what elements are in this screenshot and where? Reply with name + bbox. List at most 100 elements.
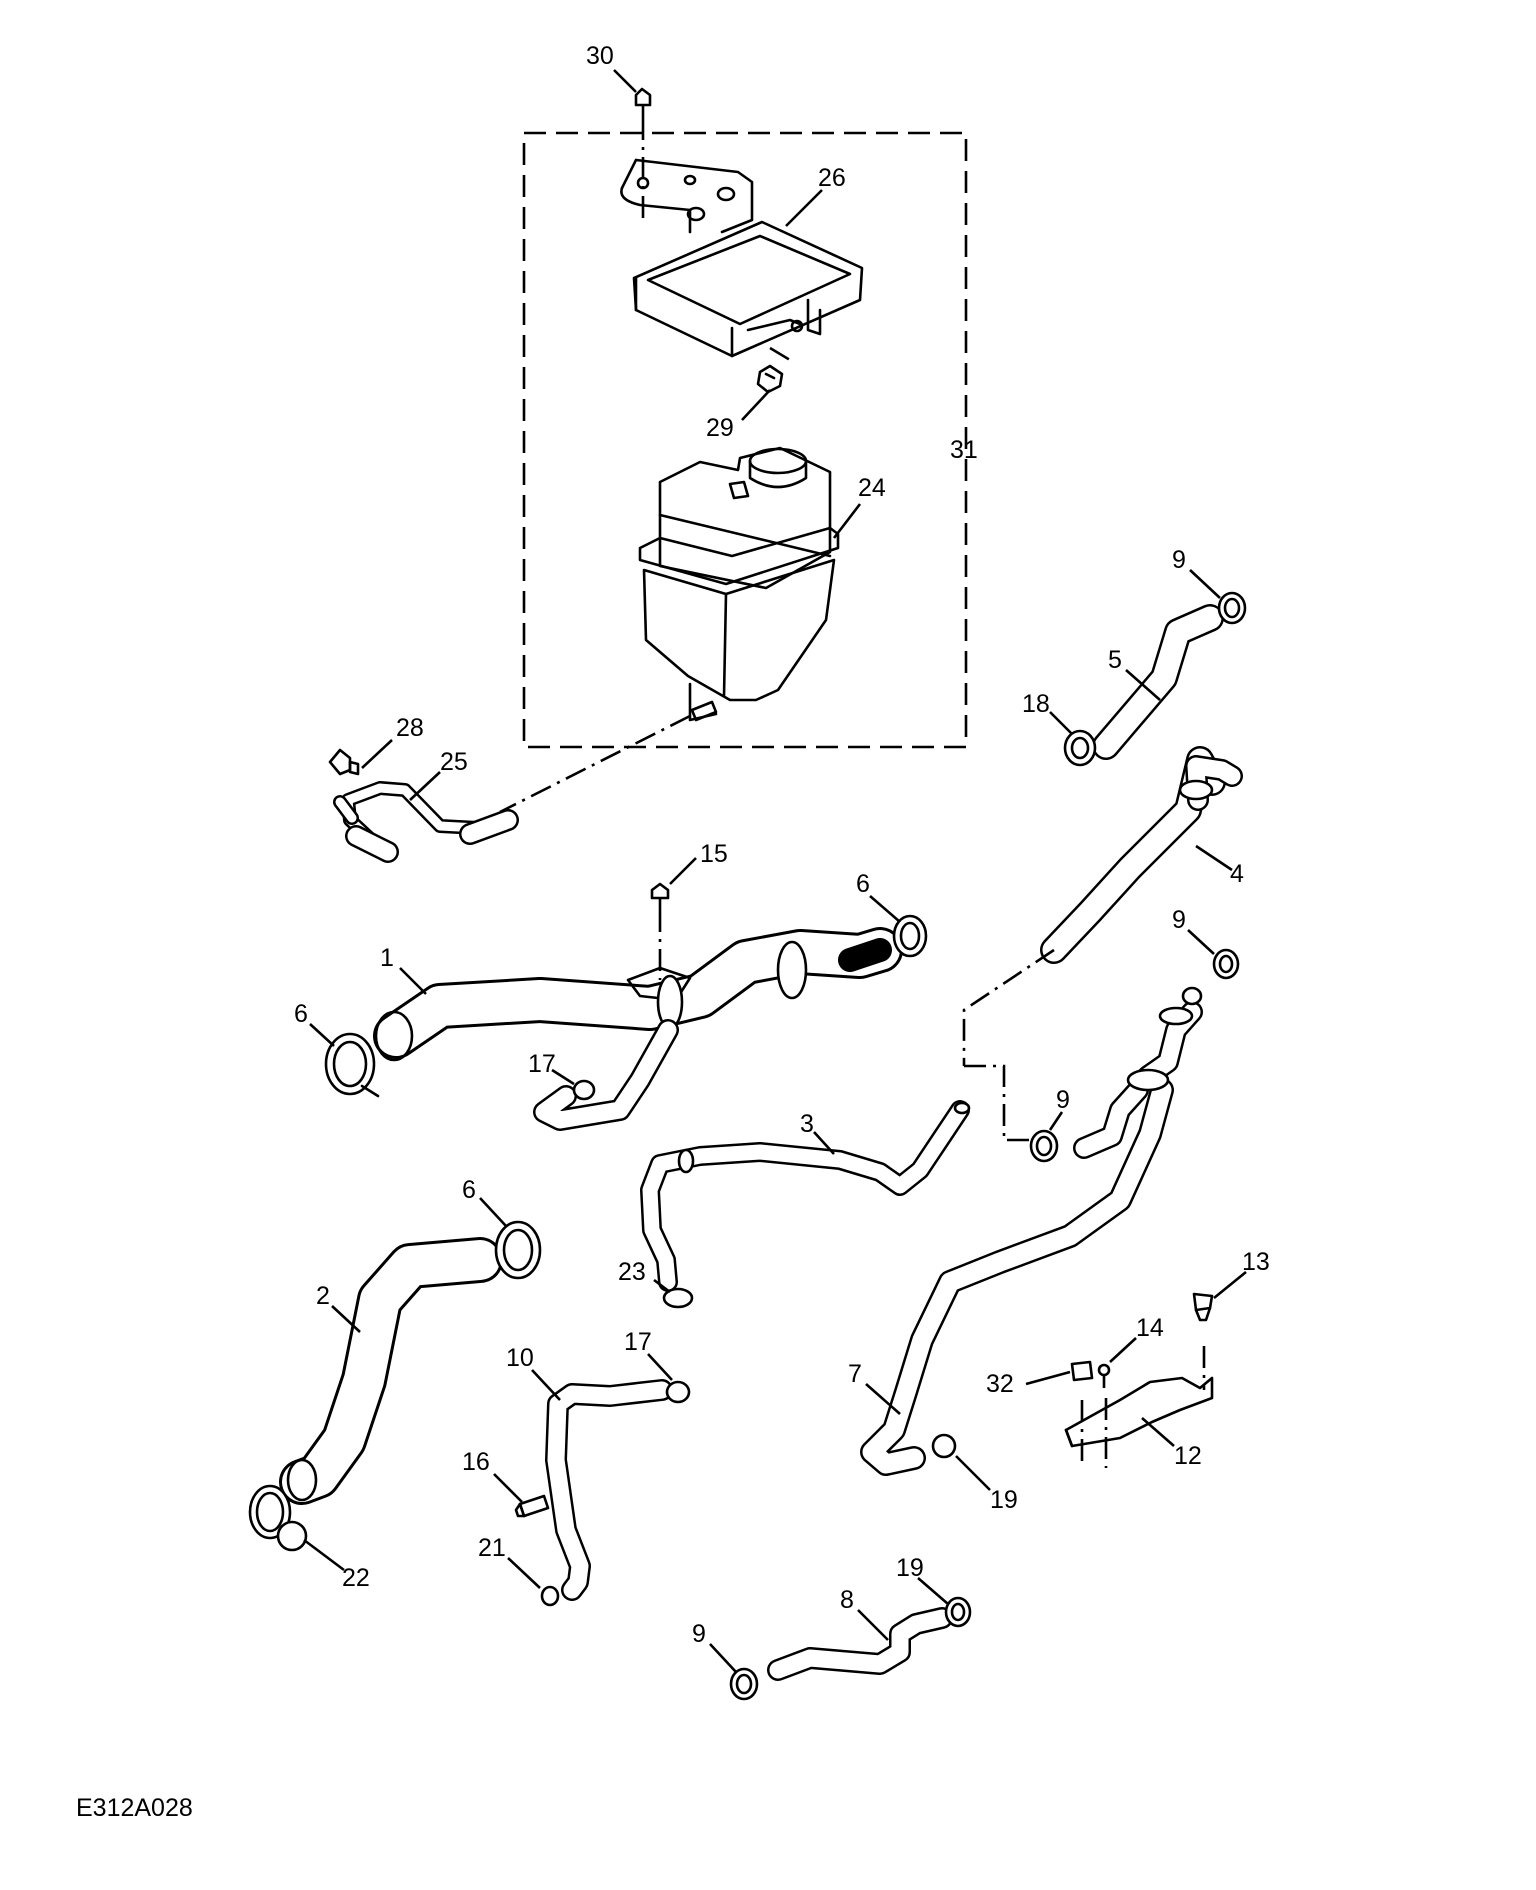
callout-29: 29 (706, 414, 734, 442)
leader-18 (1049, 711, 1073, 735)
hose-4 (1040, 746, 1243, 964)
hose-8 (767, 1607, 953, 1681)
callout-1: 1 (380, 944, 394, 972)
callout-24: 24 (858, 474, 886, 502)
callout-2: 2 (316, 1282, 330, 1310)
leader-5 (1125, 669, 1161, 701)
callout-18: 18 (1022, 690, 1050, 718)
routing-line-3-9 (964, 1064, 1030, 1142)
leader-19b (917, 1577, 949, 1605)
callout-21: 21 (478, 1534, 506, 1562)
clamp-6-c (494, 1220, 542, 1280)
leader-17b (647, 1353, 673, 1381)
callout-9-a: 9 (1172, 546, 1186, 574)
callout-19-a: 19 (990, 1486, 1018, 1514)
clamp-19-b (944, 1596, 972, 1628)
clamp-9-d (729, 1667, 759, 1701)
leader-4 (1195, 844, 1233, 872)
bolt-30 (634, 87, 652, 225)
routing-line-3-4 (962, 948, 1055, 1066)
clamp-23 (662, 1287, 694, 1309)
leader-23 (653, 1278, 671, 1294)
hose-3 (640, 1100, 971, 1292)
callout-22: 22 (342, 1564, 370, 1592)
bracket-28 (328, 748, 360, 776)
hose-2 (279, 1237, 503, 1505)
nut-32 (1070, 1360, 1094, 1382)
callout-31: 31 (950, 436, 978, 464)
leader-32 (1025, 1370, 1071, 1386)
bolt-15 (650, 882, 670, 980)
screw-14 (1097, 1363, 1111, 1388)
callout-12: 12 (1174, 1442, 1202, 1470)
callout-9-c: 9 (1056, 1086, 1070, 1114)
leader-6c (479, 1197, 507, 1227)
reference-code: E312A028 (76, 1794, 193, 1822)
callout-8: 8 (840, 1586, 854, 1614)
clamp-6-a (892, 914, 928, 958)
bracket-12 (1064, 1346, 1214, 1468)
leader-12 (1141, 1417, 1175, 1447)
clamp-19-a (931, 1433, 957, 1459)
clamp-9-c (1029, 1129, 1059, 1163)
callout-4: 4 (1230, 860, 1244, 888)
callout-14: 14 (1136, 1314, 1164, 1342)
callout-26: 26 (818, 164, 846, 192)
callout-17-a: 17 (528, 1050, 556, 1078)
hose-1 (373, 927, 903, 1131)
callout-32: 32 (986, 1370, 1014, 1398)
bracket-26 (620, 158, 864, 362)
callout-25: 25 (440, 748, 468, 776)
connector-16 (514, 1494, 550, 1518)
callout-9-d: 9 (692, 1620, 706, 1648)
callout-15: 15 (700, 840, 728, 868)
callout-7: 7 (848, 1360, 862, 1388)
callout-16: 16 (462, 1448, 490, 1476)
clamp-9-a (1217, 591, 1247, 625)
callout-28: 28 (396, 714, 424, 742)
leader-9c (1048, 1111, 1064, 1131)
leader-17a (551, 1068, 575, 1086)
clamp-6-b (324, 1032, 380, 1098)
leader-21 (507, 1557, 541, 1589)
leader-9a (1189, 569, 1221, 599)
assembly-31-boundary (522, 131, 968, 749)
callout-6-c: 6 (462, 1176, 476, 1204)
leader-25 (409, 771, 441, 801)
callout-6-b: 6 (294, 1000, 308, 1028)
callout-6-a: 6 (856, 870, 870, 898)
leader-3 (813, 1131, 835, 1155)
callout-5: 5 (1108, 646, 1122, 674)
leader-28 (361, 739, 393, 769)
callout-10: 10 (506, 1344, 534, 1372)
clip-29 (756, 364, 784, 394)
hose-5 (1092, 604, 1224, 760)
callout-30: 30 (586, 42, 614, 70)
leader-15 (669, 857, 697, 885)
clamp-17-a (572, 1079, 596, 1101)
clamp-22 (248, 1484, 308, 1552)
callout-23: 23 (618, 1258, 646, 1286)
leader-16 (493, 1473, 523, 1503)
leader-14 (1109, 1337, 1137, 1363)
callout-19-b: 19 (896, 1554, 924, 1582)
leader-24 (832, 503, 862, 539)
clamp-21 (540, 1585, 560, 1607)
leader-9b (1187, 929, 1215, 955)
hose-7 (860, 986, 1203, 1476)
leader-22 (303, 1538, 345, 1572)
callout-17-b: 17 (624, 1328, 652, 1356)
leader-29 (741, 389, 771, 421)
leader-26 (785, 189, 823, 227)
clamp-18 (1063, 729, 1097, 767)
callout-3: 3 (800, 1110, 814, 1138)
clip-13 (1192, 1292, 1214, 1322)
leader-7 (865, 1383, 901, 1415)
leader-13 (1213, 1270, 1247, 1300)
leader-30 (613, 69, 637, 93)
hose-10 (545, 1379, 673, 1601)
callout-13: 13 (1242, 1248, 1270, 1276)
leader-19a (955, 1455, 991, 1491)
callout-9-b: 9 (1172, 906, 1186, 934)
